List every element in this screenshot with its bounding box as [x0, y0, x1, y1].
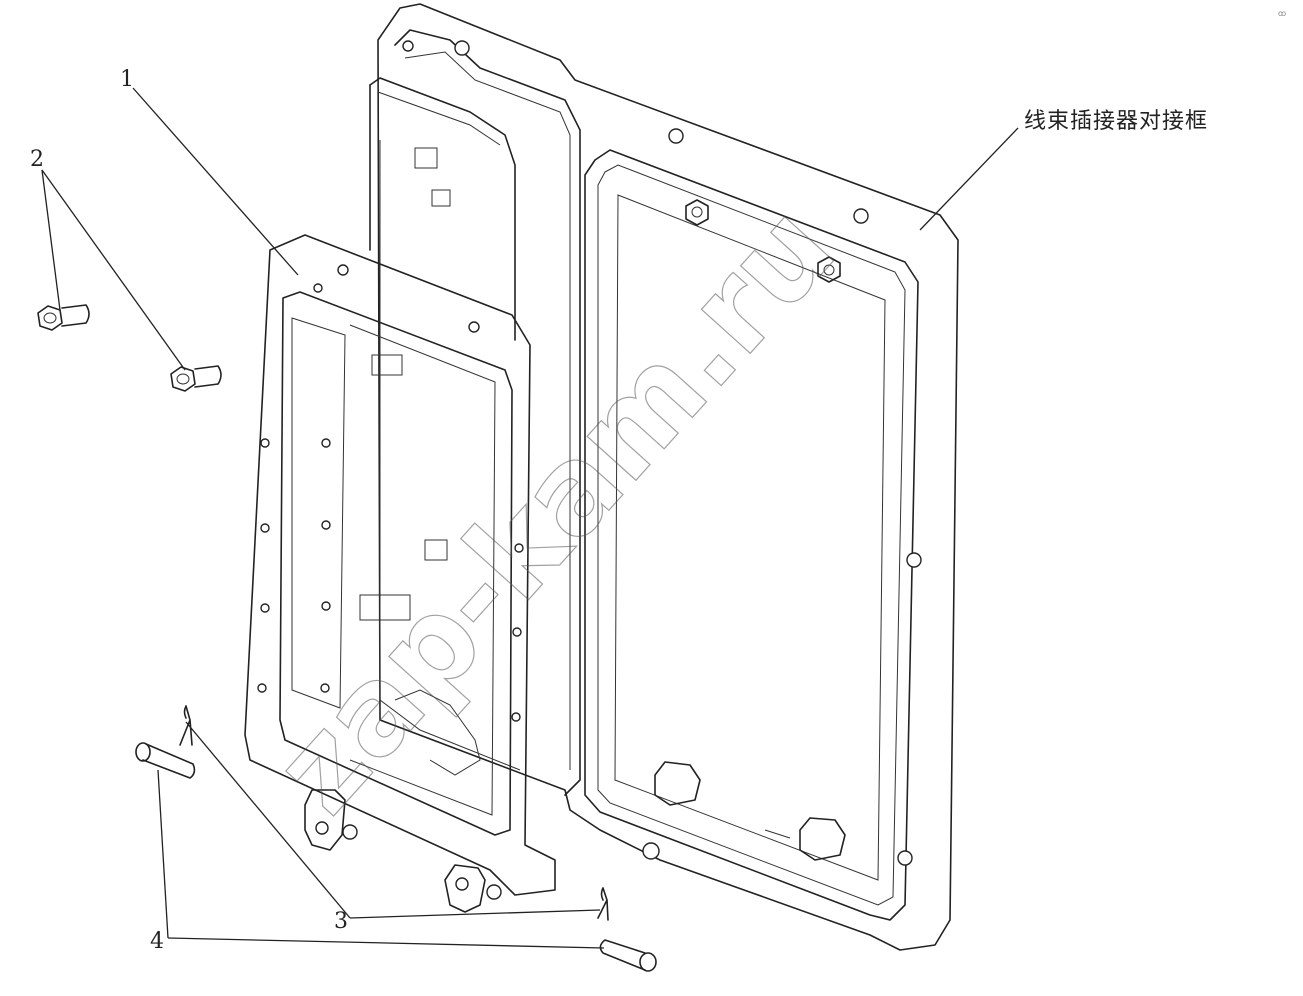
part-2-bolt-right [170, 365, 222, 392]
part-4-pin-left [135, 742, 196, 779]
corner-mark: ꝏ [1278, 9, 1286, 18]
leader-lines [41, 87, 1019, 949]
callout-3: 3 [334, 909, 348, 934]
part-3-cotter-pin-left [179, 705, 193, 746]
callout-2: 2 [30, 147, 44, 172]
docking-frame-caption: 线束插接器对接框 [1024, 109, 1208, 134]
callout-1: 1 [120, 67, 134, 92]
part-2-bolt-left [37, 304, 90, 331]
part-3-cotter-pin-right [597, 887, 609, 921]
part-4-pin-right [599, 939, 657, 972]
callout-4: 4 [150, 929, 164, 954]
part-1-bracket-frame [244, 77, 556, 913]
connector-docking-frame [377, 3, 959, 951]
watermark: zap-kam.ru [248, 180, 862, 840]
